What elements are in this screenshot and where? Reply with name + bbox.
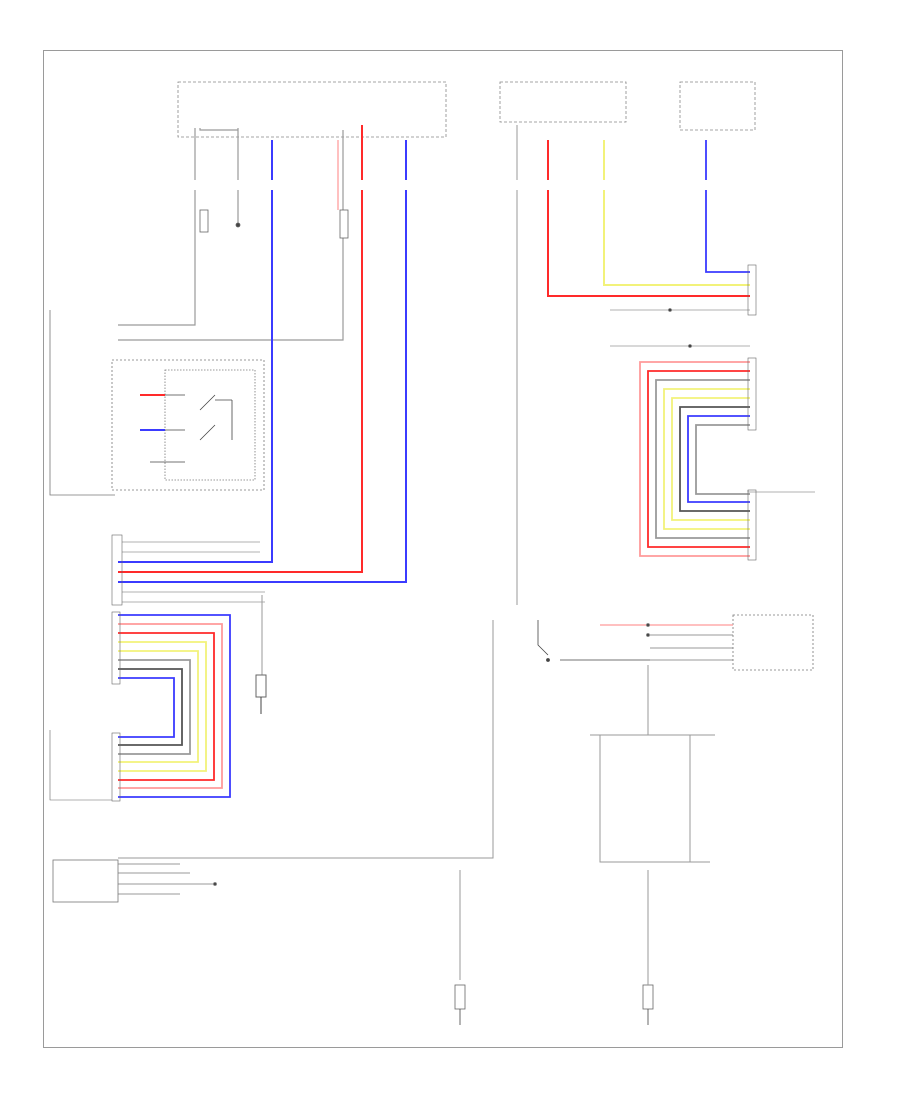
bottom-right-wires	[590, 665, 715, 985]
bottom-left-switch-module	[52, 859, 217, 903]
right-harness	[639, 361, 750, 557]
left-connector-pins	[111, 534, 265, 606]
switch-contacts	[150, 394, 233, 463]
center-switch	[537, 620, 650, 662]
top-right-junction-box	[499, 81, 756, 131]
left-ground-wire	[255, 595, 267, 714]
left-switch-assembly	[49, 310, 265, 496]
top-left-junction-box	[177, 81, 447, 138]
top-left-connectors	[199, 209, 349, 239]
diagram-frame	[43, 50, 843, 1048]
right-connector-top	[610, 264, 757, 348]
left-harness-connectors	[49, 611, 121, 802]
right-module	[600, 614, 814, 671]
right-blue-wire	[705, 140, 750, 273]
center-wires	[118, 125, 518, 980]
left-harness	[118, 614, 231, 798]
left-red-wire	[118, 125, 363, 573]
bottom-ground-b	[642, 984, 654, 1025]
right-red-wire	[547, 140, 750, 297]
right-harness-connectors	[747, 357, 815, 561]
bottom-ground-a	[454, 984, 466, 1025]
switch-colored-stubs	[140, 394, 165, 431]
left-blue-wire-a	[118, 140, 273, 563]
left-gray-wires	[118, 128, 344, 341]
left-blue-wire-b	[118, 140, 407, 583]
right-yellow-wire	[603, 140, 750, 286]
wire-breaks	[193, 180, 708, 190]
